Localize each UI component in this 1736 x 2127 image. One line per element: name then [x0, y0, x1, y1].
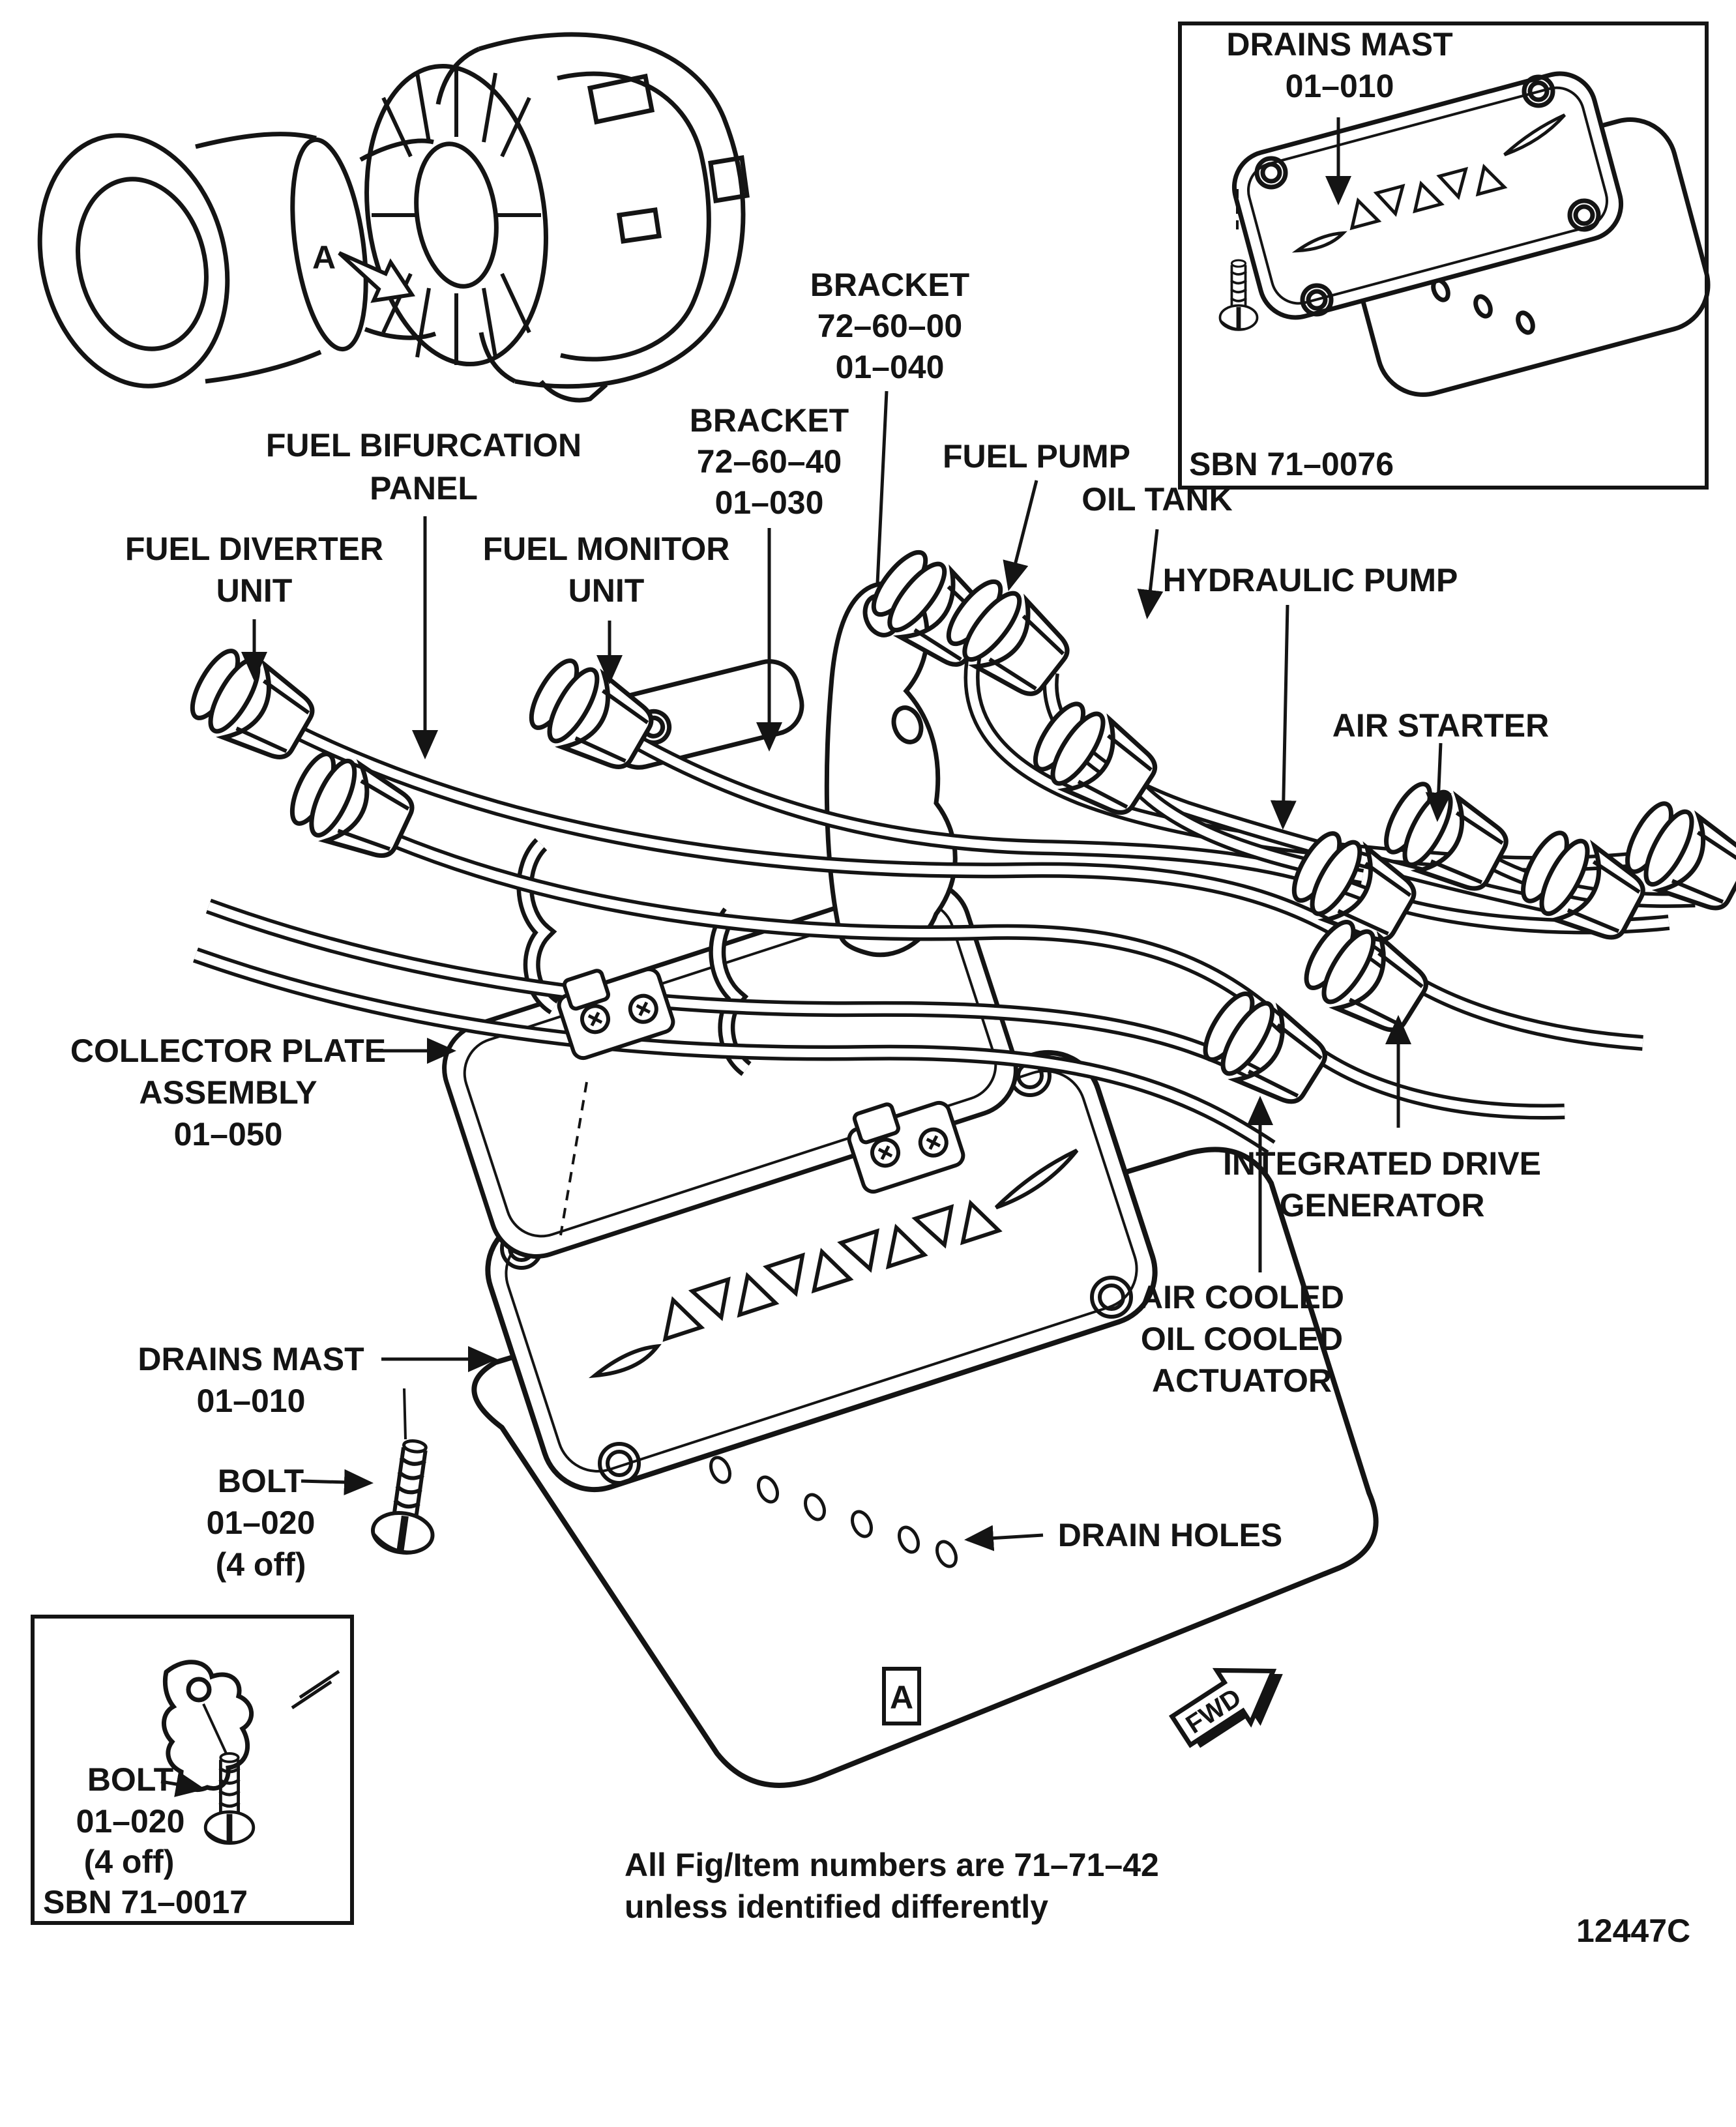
label-acoc-2: OIL COOLED — [1141, 1321, 1343, 1357]
inset-sbn-code: SBN 71–0076 — [1189, 446, 1394, 482]
fwd-direction-arrow: FWD — [1168, 1667, 1283, 1748]
label-drain-holes: DRAIN HOLES — [1058, 1517, 1282, 1553]
label-idg-2: GENERATOR — [1280, 1187, 1485, 1224]
inset-bolt-qty: (4 off) — [84, 1843, 175, 1880]
fitting-idg — [1295, 912, 1435, 1043]
inset-bolt-arrow — [160, 1771, 205, 1797]
figure-note-line2: unless identified differently — [625, 1888, 1048, 1925]
leader-oil-tank — [1137, 529, 1164, 619]
view-a-letter: A — [890, 1679, 913, 1716]
label-fuel-monitor-2: UNIT — [568, 572, 645, 609]
fitting-fuel-diverter — [182, 641, 322, 770]
fwd-arrow-icon — [1168, 1667, 1277, 1748]
fitting-acoc-actuator — [1194, 984, 1334, 1115]
detail-a-arrow-icon — [338, 251, 416, 303]
label-drains-mast-1: DRAINS MAST — [138, 1341, 364, 1377]
label-oil-tank: OIL TANK — [1081, 481, 1232, 518]
label-air-starter: AIR STARTER — [1332, 707, 1549, 744]
label-fuel-bifurcation-1: FUEL BIFURCATION — [266, 427, 581, 463]
inset-sbn-code: SBN 71–0017 — [43, 1884, 248, 1920]
label-bracket-top-1: BRACKET — [810, 267, 969, 303]
inset-bolt-item: 01–020 — [76, 1803, 185, 1840]
tube-runs — [193, 641, 1696, 1154]
label-collector-plate-2: ASSEMBLY — [139, 1074, 317, 1111]
label-bracket-mid-3: 01–030 — [715, 484, 824, 521]
label-bracket-top-3: 01–040 — [836, 349, 945, 385]
label-drains-mast-2: 01–010 — [197, 1383, 306, 1419]
label-hydraulic-pump: HYDRAULIC PUMP — [1163, 562, 1458, 598]
fan-blades — [372, 65, 541, 365]
leader-arrows — [241, 390, 1452, 1551]
inset-bolt-label: BOLT — [87, 1761, 173, 1798]
figure-code: 12447C — [1576, 1913, 1690, 1949]
inset-drains-mast-item: 01–010 — [1286, 68, 1394, 104]
label-idg-1: INTEGRATED DRIVE — [1223, 1145, 1541, 1182]
drains-mast-inset: DRAINS MAST 01–010 SBN 71–0076 — [1178, 22, 1711, 490]
inset-drains-mast-title: DRAINS MAST — [1226, 26, 1452, 63]
mounting-bolt — [370, 1388, 445, 1557]
label-acoc-3: ACTUATOR — [1152, 1362, 1332, 1399]
label-bolt-1: BOLT — [218, 1463, 304, 1499]
leader-bolt — [301, 1469, 374, 1495]
leader-bracket-top — [875, 390, 889, 584]
leader-air-starter — [1425, 742, 1452, 822]
label-fuel-diverter-2: UNIT — [216, 572, 293, 609]
label-bracket-top-2: 72–60–00 — [817, 308, 962, 344]
figure-note-line1: All Fig/Item numbers are 71–71–42 — [625, 1847, 1159, 1883]
drain-holes-row — [709, 1456, 958, 1568]
detail-a-marker: A — [308, 235, 416, 303]
label-collector-plate-1: COLLECTOR PLATE — [70, 1033, 386, 1069]
label-bracket-mid-1: BRACKET — [690, 402, 849, 439]
leader-fuel-pump — [1003, 480, 1038, 591]
label-fuel-pump: FUEL PUMP — [943, 438, 1130, 475]
label-collector-plate-3: 01–050 — [174, 1116, 283, 1152]
engine-overview-illustration — [37, 32, 750, 403]
view-a-callout: A — [882, 1667, 921, 1725]
leader-hydraulic-pump — [1270, 604, 1297, 830]
bolt-inset: BOLT 01–020 (4 off) SBN 71–0017 — [31, 1615, 354, 1925]
label-bolt-2: 01–020 — [207, 1504, 316, 1541]
label-fuel-bifurcation-2: PANEL — [370, 470, 478, 506]
label-fuel-monitor-1: FUEL MONITOR — [483, 531, 730, 567]
label-bracket-mid-2: 72–60–40 — [697, 443, 842, 480]
label-fuel-diverter-1: FUEL DIVERTER — [125, 531, 383, 567]
drains-mast-plate — [485, 1049, 1158, 1493]
detail-a-letter: A — [312, 239, 336, 276]
callout-labels: FUEL BIFURCATION PANEL FUEL DIVERTER UNI… — [70, 267, 1549, 1583]
drain-slots — [588, 1149, 1079, 1379]
label-bolt-3: (4 off) — [216, 1546, 306, 1583]
label-acoc-1: AIR COOLED — [1140, 1279, 1344, 1315]
alignment-dashed-line — [559, 1081, 588, 1236]
leader-drain-holes — [964, 1525, 1044, 1551]
